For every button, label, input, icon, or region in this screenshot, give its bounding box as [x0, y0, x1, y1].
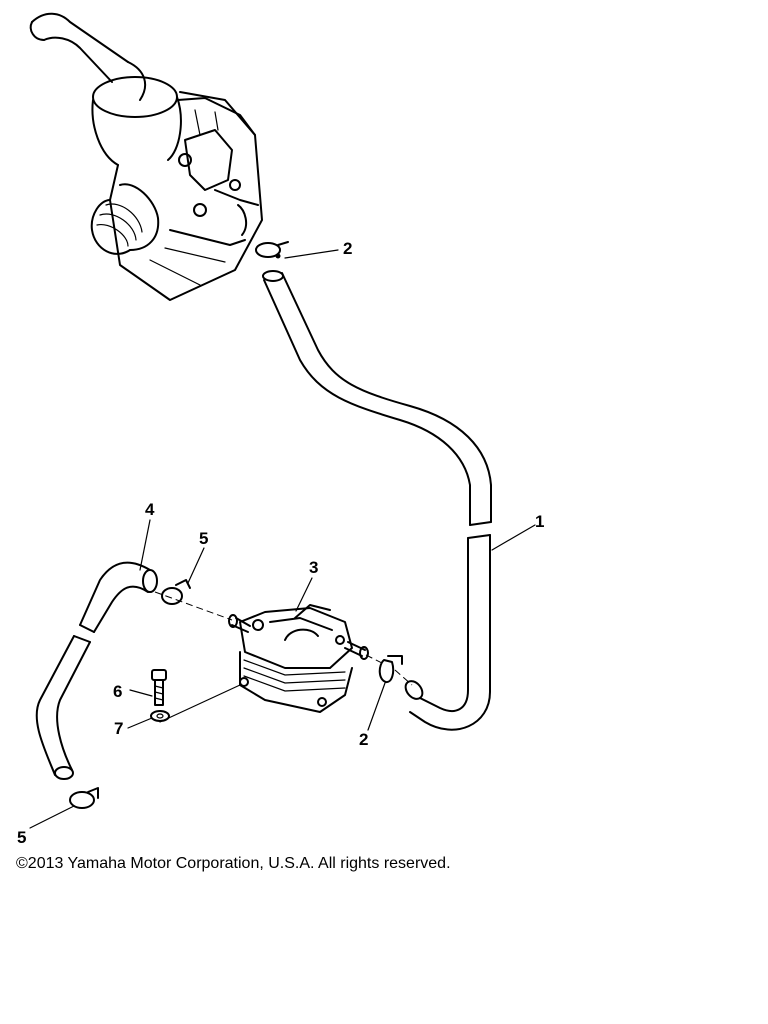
hose-clip-upper — [255, 241, 289, 259]
callout-labels: 1 2 3 4 5 2 6 7 5 — [17, 239, 544, 847]
fuel-pump — [228, 604, 369, 713]
fuel-hose-outlet — [35, 561, 158, 780]
callout-hose-main: 1 — [535, 512, 544, 531]
assembly-lines — [154, 591, 413, 723]
hose-clip-bottom — [69, 787, 99, 809]
hose-clip-left — [161, 579, 191, 605]
callout-clip-pump-right: 2 — [359, 730, 368, 749]
callout-hose-outlet: 4 — [145, 500, 155, 519]
bolt — [151, 669, 167, 706]
copyright-notice: ©2013 Yamaha Motor Corporation, U.S.A. A… — [16, 855, 451, 872]
washer — [150, 710, 170, 722]
callout-clip-carb: 2 — [343, 239, 352, 258]
callout-bolt: 6 — [113, 682, 122, 701]
callout-clip-pump-left: 5 — [199, 529, 208, 548]
callout-leaders — [29, 249, 536, 829]
carburetor — [29, 12, 263, 301]
hose-clip-right — [378, 655, 403, 683]
fuel-hose-main — [262, 270, 492, 731]
callout-washer: 7 — [114, 719, 123, 738]
callout-fuel-pump: 3 — [309, 558, 318, 577]
callout-clip-bottom: 5 — [17, 828, 26, 847]
